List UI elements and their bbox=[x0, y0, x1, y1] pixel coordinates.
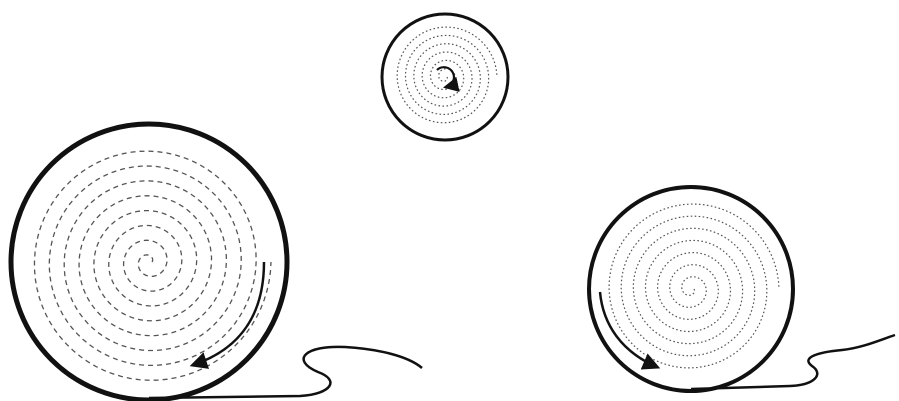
small-coil-outline bbox=[382, 14, 508, 140]
medium-coil-outline bbox=[589, 187, 793, 391]
large-coil-spiral bbox=[34, 151, 271, 380]
medium-coil bbox=[589, 187, 895, 391]
large-coil bbox=[11, 124, 422, 400]
medium-coil-spiral bbox=[609, 204, 779, 368]
small-coil bbox=[382, 14, 508, 140]
small-coil-spiral bbox=[397, 27, 497, 123]
medium-coil-tail bbox=[691, 335, 895, 389]
large-coil-tail bbox=[149, 347, 422, 398]
small-coil-arrow bbox=[437, 67, 454, 87]
